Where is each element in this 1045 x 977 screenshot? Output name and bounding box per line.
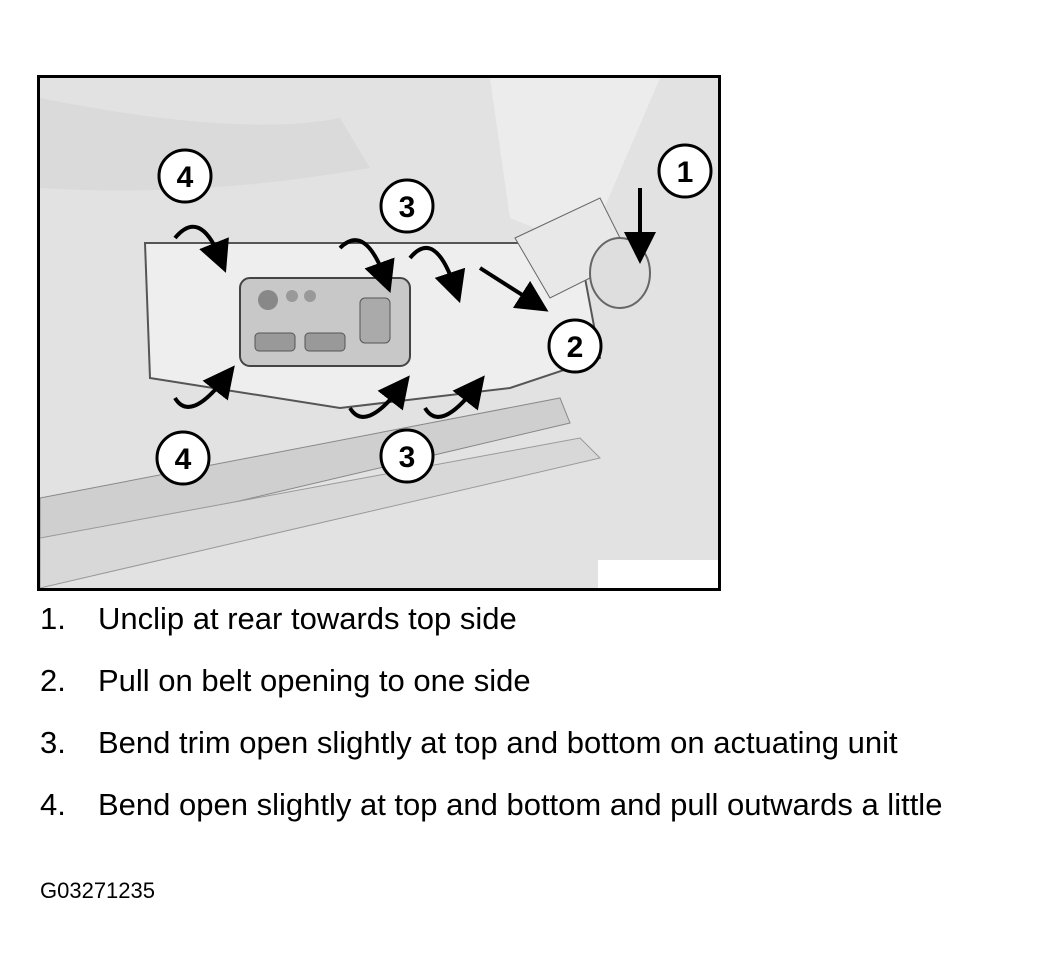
svg-text:4: 4 [175,443,192,476]
step-item: 1. Unclip at rear towards top side [40,600,1030,638]
instruction-steps: 1. Unclip at rear towards top side 2. Pu… [40,600,1030,848]
callout-3-bottom: 3 [379,428,435,484]
blank-corner [598,560,718,588]
svg-text:2: 2 [567,331,584,364]
step-text: Unclip at rear towards top side [98,601,517,636]
callout-4-top: 4 [157,148,213,204]
curved-arrow [173,224,229,273]
seat-rail-shape [40,397,571,549]
curved-arrow [338,238,395,294]
step-number: 1. [40,601,66,636]
arrow-diagonal [478,266,549,312]
seat-trim-illustration: 1 2 3 4 3 4 [37,75,721,591]
svg-text:1: 1 [677,156,694,189]
step-number: 4. [40,787,66,822]
curved-arrow [423,375,485,419]
callout-2: 2 [547,318,603,374]
curved-arrow [173,365,235,409]
figure-id: G03271235 [40,878,155,903]
step-text: Pull on belt opening to one side [98,663,531,698]
svg-text:4: 4 [177,161,194,194]
callout-3-top: 3 [379,178,435,234]
switch-knob [258,290,278,310]
seat-illustration-svg: 1 2 3 4 3 4 [40,78,718,588]
seat-adjust-switch [359,297,391,344]
curved-arrow [348,375,410,419]
callout-1: 1 [657,143,713,199]
rear-clip-cylinder [589,237,651,309]
switch-button [254,332,296,352]
step-item: 3. Bend trim open slightly at top and bo… [40,724,1030,762]
direction-arrows [173,188,656,419]
step-item: 4. Bend open slightly at top and bottom … [40,786,1030,824]
step-item: 2. Pull on belt opening to one side [40,662,1030,700]
step-number: 2. [40,663,66,698]
step-text: Bend open slightly at top and bottom and… [98,787,943,822]
callout-4-bottom: 4 [155,430,211,486]
switch-button [286,290,298,302]
step-text: Bend trim open slightly at top and botto… [98,725,898,760]
switch-button [304,290,316,302]
switch-button [304,332,346,352]
svg-text:3: 3 [399,441,416,474]
step-number: 3. [40,725,66,760]
seat-cushion-shape [40,98,370,191]
svg-text:3: 3 [399,191,416,224]
curved-arrow [408,246,466,304]
